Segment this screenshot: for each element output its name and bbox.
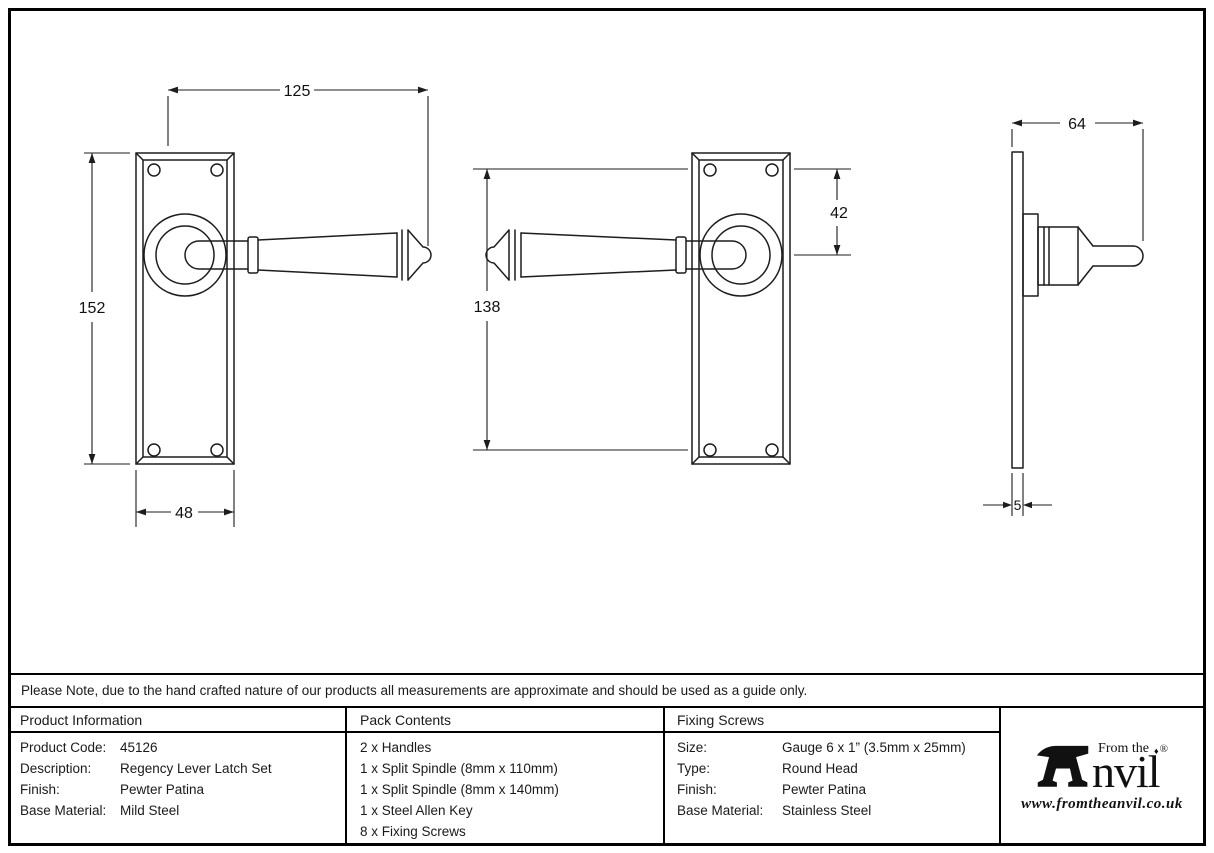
dimension-plate-height: 152 [79,152,130,465]
dimension-fixing-centres: 138 [473,168,688,451]
logo-diamond-icon: ♦ [1153,745,1159,756]
brand-logo-cell: From the ♦ nvil® www.fromtheanvil.co.uk [1001,708,1203,843]
dimension-plate-width: 48 [135,470,235,527]
screw-holes [147,163,224,457]
field-value: 45126 [120,739,158,755]
table-row: Size: Gauge 6 x 1” (3.5mm x 25mm) [677,737,966,757]
table-row: Finish: Pewter Patina [20,779,204,799]
dim-label-fixing-centres: 138 [474,299,501,316]
spec-table: Product Information Pack Contents Fixing… [11,708,1203,843]
measurement-disclaimer-text: Please Note, due to the hand crafted nat… [21,683,808,698]
field-label: Description: [20,760,92,776]
table-row: Product Code: 45126 [20,737,158,757]
field-label: Finish: [677,781,717,797]
dim-label-top-to-spindle: 42 [830,205,848,222]
field-value: Round Head [782,760,858,776]
anvil-logo: From the ♦ nvil® [1036,739,1168,794]
lever-handle [184,229,432,281]
field-label: Type: [677,760,711,776]
dim-label-projection: 64 [1068,116,1086,133]
plate-edge [1011,151,1024,469]
side-profile-view: 64 5 [983,116,1144,516]
field-value: Gauge 6 x 1” (3.5mm x 25mm) [782,739,966,755]
anvil-icon [1036,745,1089,787]
backplate-outline [135,152,235,465]
field-label: Product Code: [20,739,107,755]
table-header-underline [11,731,999,733]
dim-label-plate-thickness: 5 [1014,497,1022,513]
dim-label-plate-width: 48 [175,505,193,522]
dimension-top-to-spindle: 42 [794,168,851,256]
dim-label-lever-length: 125 [284,83,311,100]
field-label: Finish: [20,781,60,797]
field-value: Stainless Steel [782,802,872,818]
table-divider [345,708,347,843]
table-divider [999,708,1001,843]
table-row: Type: Round Head [677,758,858,778]
dimension-projection: 64 [1011,116,1144,241]
field-label: Size: [677,739,708,755]
technical-drawing-area: 125 152 48 [79,83,1144,527]
front-view-lever-right: 125 152 48 [79,83,432,527]
field-value: Pewter Patina [120,781,205,797]
dimension-plate-thickness: 5 [983,473,1052,516]
rose-edge [1022,213,1039,297]
field-value: Regency Lever Latch Set [120,760,272,776]
pack-contents-item: 1 x Split Spindle (8mm x 140mm) [360,781,559,797]
table-row: Description: Regency Lever Latch Set [20,758,272,778]
lever-handle [485,229,747,281]
backplate-outline [691,152,791,465]
column-header-product-information: Product Information [20,711,143,728]
column-header-fixing-screws: Fixing Screws [677,711,765,728]
rose [699,213,783,297]
measurement-disclaimer-row: Please Note, due to the hand crafted nat… [11,673,1203,708]
pack-contents-item: 2 x Handles [360,739,432,755]
brand-website-url: www.fromtheanvil.co.uk [1021,795,1183,812]
logo-from-the-text: From the [1098,740,1149,756]
dimension-lever-length: 125 [167,83,429,246]
field-value: Pewter Patina [782,781,867,797]
field-label: Base Material: [20,802,107,818]
dim-label-plate-height: 152 [79,300,106,317]
pack-contents-item: 1 x Split Spindle (8mm x 110mm) [360,760,558,776]
logo-brand-text: nvil [1092,745,1161,797]
pack-contents-item: 8 x Fixing Screws [360,823,466,839]
table-divider [663,708,665,843]
table-row: Finish: Pewter Patina [677,779,866,799]
screw-holes [703,163,779,457]
lever-hub-profile [1037,226,1144,286]
field-label: Base Material: [677,802,764,818]
table-row: Base Material: Stainless Steel [677,800,871,820]
registered-trademark-icon: ® [1159,743,1168,756]
rose [143,213,227,297]
front-view-lever-left: 138 42 [473,152,851,465]
field-value: Mild Steel [120,802,180,818]
table-row: Base Material: Mild Steel [20,800,179,820]
pack-contents-item: 1 x Steel Allen Key [360,802,473,818]
column-header-pack-contents: Pack Contents [360,711,452,728]
